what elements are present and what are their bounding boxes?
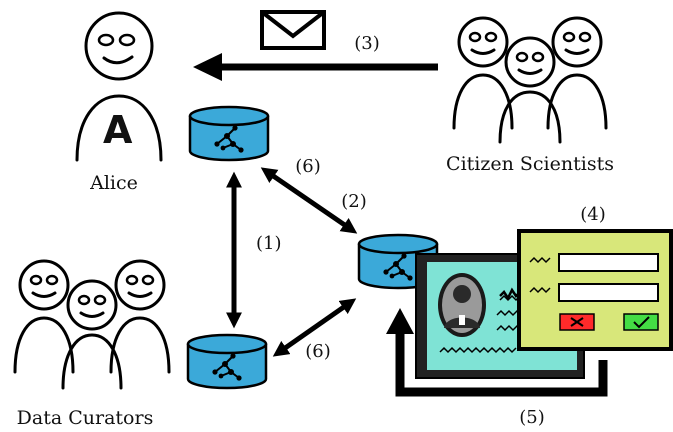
step-2-label: (2) <box>341 191 367 212</box>
step-6-lower-label: (6) <box>305 341 331 362</box>
review-form-panel <box>517 229 673 351</box>
arrow-5 <box>386 308 608 397</box>
accept-button <box>623 313 659 331</box>
arrow-6-upper <box>260 167 358 234</box>
id-card <box>415 253 585 379</box>
envelope-icon <box>260 10 326 50</box>
check-icon <box>633 316 650 329</box>
citizen-scientists-label: Citizen Scientists <box>446 153 614 175</box>
step-5-label: (5) <box>519 407 545 428</box>
arrow-6-lower <box>272 298 357 357</box>
reject-button <box>559 313 595 331</box>
cross-icon <box>570 317 584 327</box>
data-curators-label: Data Curators <box>17 407 154 429</box>
alice-badge-letter: A <box>103 108 133 152</box>
alice-label: Alice <box>89 172 138 194</box>
database-bottom <box>186 333 268 390</box>
alice-figure: A <box>75 11 163 162</box>
step-3-label: (3) <box>354 33 380 54</box>
citizen-scientists-group <box>452 16 608 144</box>
step-4-label: (4) <box>580 204 606 225</box>
arrow-3 <box>193 53 438 81</box>
step-6-upper-label: (6) <box>295 156 321 177</box>
portrait-photo <box>438 273 486 337</box>
data-curators-group <box>13 259 171 390</box>
database-top <box>188 105 270 162</box>
step-1-label: (1) <box>256 233 282 254</box>
